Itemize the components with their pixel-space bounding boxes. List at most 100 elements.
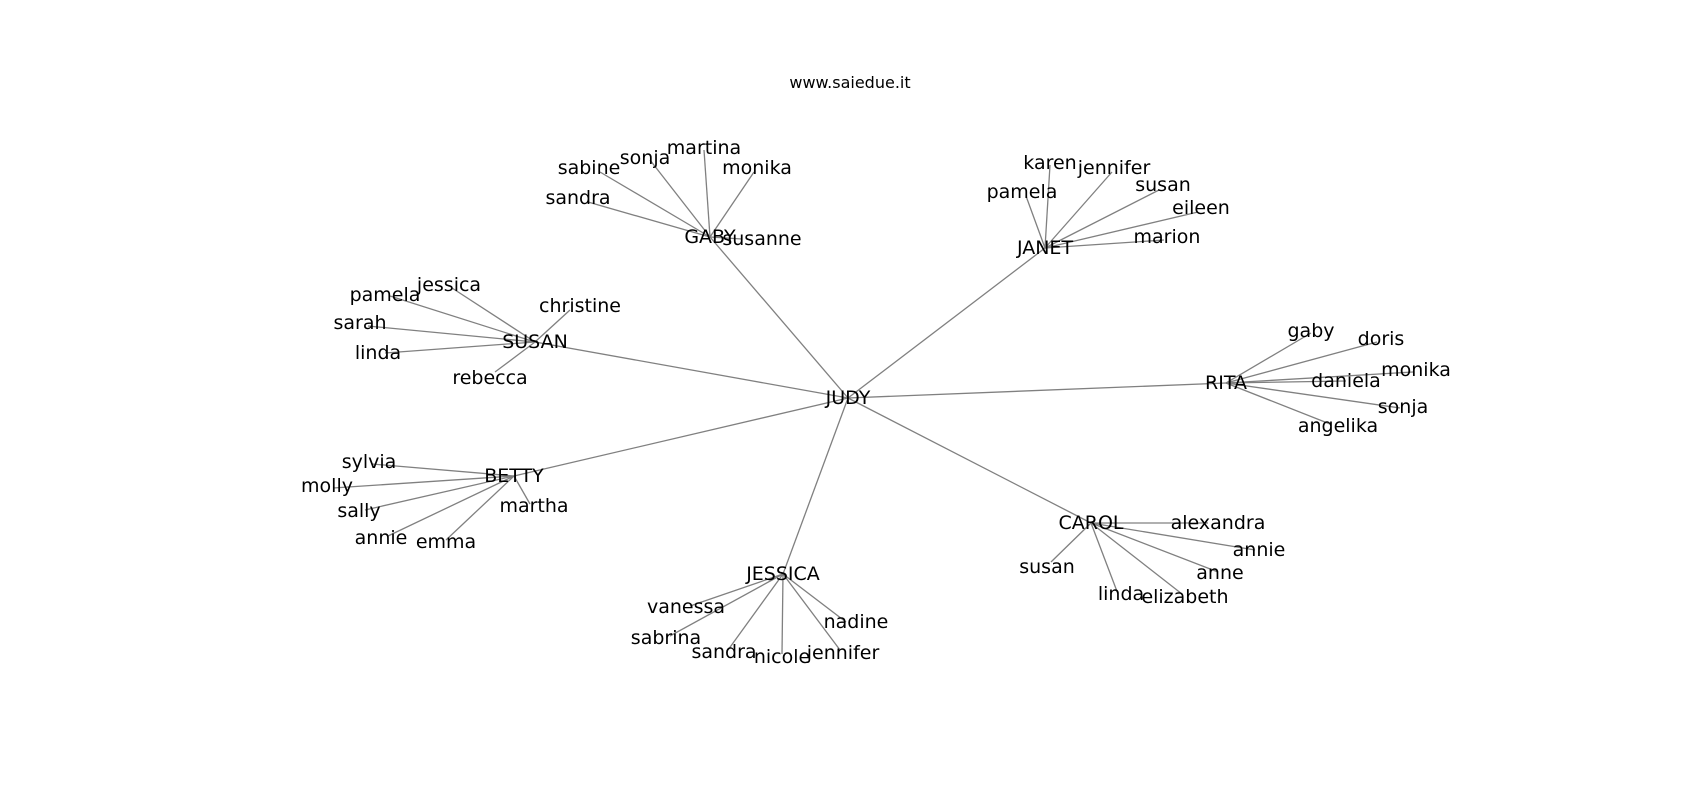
- leaf-node-label: vanessa: [647, 596, 725, 618]
- edge-betty-molly: [332, 475, 515, 489]
- leaf-node-label: doris: [1358, 328, 1405, 350]
- leaf-node-label: annie: [355, 527, 408, 549]
- edge-jessica-jennifer: [782, 573, 841, 651]
- leaf-node-label: pamela: [350, 284, 421, 306]
- hub-node-label: SUSAN: [502, 331, 568, 353]
- edge-carol-annie: [1090, 522, 1256, 551]
- leaf-node-label: christine: [539, 295, 621, 317]
- leaf-node-label: sally: [337, 500, 380, 522]
- leaf-node-label: susan: [1019, 556, 1075, 578]
- leaf-node-label: daniela: [1311, 370, 1381, 392]
- leaf-node-label: nadine: [824, 611, 889, 633]
- leaf-node-label: sonja: [1378, 396, 1429, 418]
- edge-janet-susan: [1044, 189, 1160, 249]
- edge-rita-sonja: [1225, 382, 1401, 409]
- edge-gaby-sandra: [587, 201, 711, 238]
- edge-janet-karen: [1044, 164, 1051, 249]
- edge-root-rita: [847, 382, 1227, 399]
- edge-gaby-sabine: [599, 171, 711, 238]
- hub-node-label: RITA: [1205, 372, 1247, 394]
- edge-gaby-monika: [709, 171, 755, 238]
- leaf-node-label: sabrina: [631, 627, 701, 649]
- edge-carol-linda: [1090, 522, 1119, 595]
- leaf-node-label: linda: [1098, 583, 1144, 605]
- edge-jessica-sandra: [727, 573, 784, 651]
- leaf-node-label: sylvia: [342, 451, 397, 473]
- edge-betty-sally: [364, 475, 515, 511]
- edge-jessica-vanessa: [689, 573, 784, 607]
- leaf-node-label: angelika: [1298, 415, 1378, 437]
- edge-gaby-susanne: [709, 236, 743, 240]
- leaf-node-label: martina: [667, 137, 741, 159]
- hub-node-label: JESSICA: [745, 563, 820, 585]
- edge-carol-anne: [1090, 522, 1219, 573]
- leaf-node-label: rebecca: [452, 367, 527, 389]
- leaf-node-label: emma: [416, 531, 476, 553]
- edge-gaby-martina: [703, 149, 711, 238]
- edge-susan-sarah: [367, 325, 536, 343]
- edge-root-carol: [847, 397, 1092, 524]
- edge-jessica-sabrina: [669, 573, 784, 637]
- edge-root-susan: [534, 341, 849, 399]
- edge-root-gaby: [709, 236, 849, 399]
- diagram-title: www.saiedue.it: [789, 73, 910, 92]
- hub-node-label: GABY: [684, 226, 736, 248]
- leaf-node-label: pamela: [987, 181, 1058, 203]
- edge-susan-pamela: [389, 295, 536, 343]
- leaf-node-label: martha: [499, 495, 568, 517]
- edge-susan-jessica: [451, 287, 536, 343]
- edge-carol-elizabeth: [1090, 522, 1183, 595]
- edge-root-betty: [513, 397, 849, 477]
- root-node-label: JUDY: [825, 387, 871, 409]
- edge-betty-emma: [445, 475, 515, 541]
- leaf-node-label: jennifer: [1077, 157, 1151, 179]
- edge-betty-martha: [513, 475, 531, 505]
- leaf-node-label: susan: [1135, 174, 1191, 196]
- edge-rita-monika: [1225, 371, 1414, 384]
- edge-janet-jennifer: [1044, 171, 1113, 249]
- leaf-node-label: elizabeth: [1141, 586, 1228, 608]
- leaf-node-label: gaby: [1287, 320, 1334, 342]
- edge-susan-linda: [384, 341, 536, 354]
- leaf-node-label: monika: [1381, 359, 1451, 381]
- edge-root-jessica: [782, 397, 849, 575]
- leaf-node-label: monika: [722, 157, 792, 179]
- leaf-node-label: sarah: [333, 312, 386, 334]
- edge-layer: [332, 149, 1414, 655]
- leaf-node-label: molly: [301, 475, 353, 497]
- edge-betty-annie: [387, 475, 515, 537]
- leaf-node-label: linda: [355, 342, 401, 364]
- leaf-node-label: anne: [1196, 562, 1243, 584]
- edge-janet-pamela: [1025, 195, 1046, 249]
- leaf-node-label: eileen: [1172, 197, 1230, 219]
- leaf-node-label: annie: [1233, 539, 1286, 561]
- leaf-node-label: marion: [1134, 226, 1201, 248]
- edge-root-janet: [847, 247, 1046, 399]
- edge-carol-susan: [1050, 522, 1092, 563]
- edge-jessica-nicole: [781, 573, 784, 655]
- leaf-node-label: karen: [1023, 152, 1076, 174]
- edge-rita-daniela: [1225, 380, 1347, 384]
- leaf-node-label: alexandra: [1171, 512, 1266, 534]
- edge-janet-marion: [1044, 239, 1165, 249]
- edge-betty-sylvia: [371, 463, 515, 477]
- hub-node-label: BETTY: [484, 465, 544, 487]
- leaf-node-label: sabine: [558, 157, 621, 179]
- edge-rita-gaby: [1225, 332, 1312, 384]
- leaf-node-label: sandra: [545, 187, 610, 209]
- hub-node-label: CAROL: [1058, 512, 1123, 534]
- edge-rita-doris: [1225, 341, 1378, 384]
- leaf-node-label: jennifer: [806, 642, 880, 664]
- hub-node-label: JANET: [1016, 237, 1073, 259]
- leaf-node-label: sandra: [691, 641, 756, 663]
- edge-jessica-nadine: [782, 573, 847, 623]
- edge-susan-rebecca: [494, 341, 536, 373]
- edge-susan-christine: [534, 309, 571, 343]
- edge-rita-angelika: [1225, 382, 1331, 425]
- edge-gaby-sonja: [649, 159, 711, 238]
- leaf-node-label: susanne: [722, 228, 801, 250]
- edge-janet-eileen: [1044, 211, 1199, 249]
- leaf-node-label: sonja: [620, 147, 671, 169]
